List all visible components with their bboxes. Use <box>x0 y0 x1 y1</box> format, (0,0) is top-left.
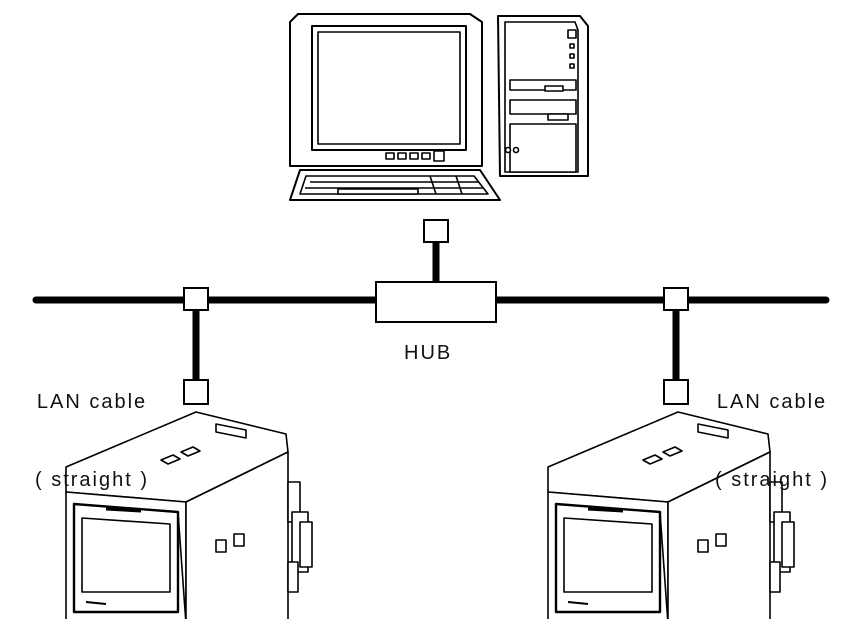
hub-icon <box>375 281 497 323</box>
left-cable-label: LAN cable ( straight ) <box>2 337 182 519</box>
right-cable-label: LAN cable ( straight ) <box>690 337 854 519</box>
right-cable-label-line2: ( straight ) <box>714 469 830 491</box>
left-tap-connector-icon <box>183 287 209 311</box>
right-cable-label-line1: LAN cable <box>716 391 828 413</box>
right-device-connector-icon <box>663 379 689 405</box>
pc-connector-icon <box>423 219 449 243</box>
right-tap-connector-icon <box>663 287 689 311</box>
left-cable-label-line2: ( straight ) <box>34 469 150 491</box>
hub-label: HUB <box>404 342 453 364</box>
left-cable-label-line1: LAN cable <box>36 391 148 413</box>
left-device-connector-icon <box>183 379 209 405</box>
computer-icon <box>289 13 589 201</box>
